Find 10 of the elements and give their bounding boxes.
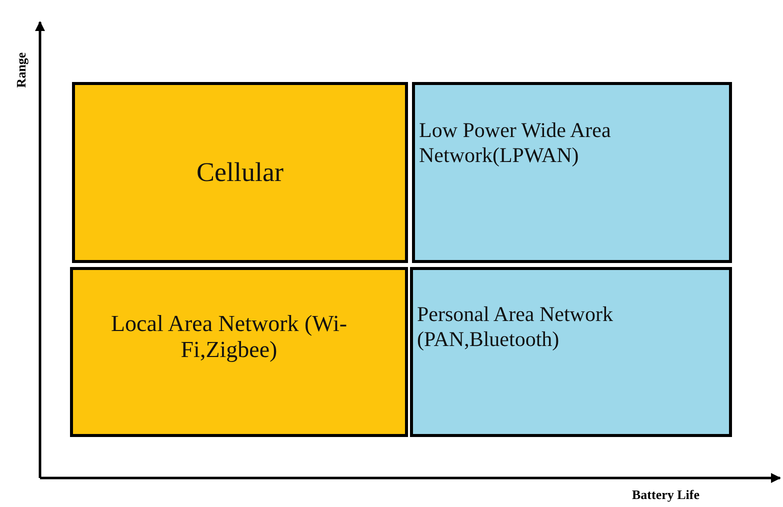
quadrant-box — [410, 267, 732, 437]
quadrant-box — [72, 82, 408, 263]
y-axis-label: Range — [14, 52, 30, 88]
x-axis-label: Battery Life — [632, 487, 700, 503]
quadrant-label: Local Area Network (Wi-Fi,Zigbee) — [110, 311, 348, 363]
quadrant-label: Cellular — [196, 157, 284, 188]
quadrant-label: Personal Area Network (PAN,Bluetooth) — [417, 302, 614, 352]
quadrant-label: Low Power Wide Area Network(LPWAN) — [419, 118, 612, 168]
quadrant-box — [412, 82, 732, 263]
quadrant-box — [70, 267, 408, 437]
